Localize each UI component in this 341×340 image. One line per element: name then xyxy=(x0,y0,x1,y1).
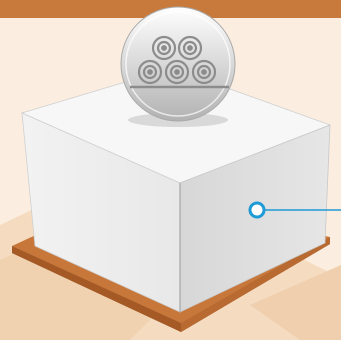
cable-rolls-icon xyxy=(130,35,229,89)
badge xyxy=(120,6,236,122)
ring-marker-icon[interactable] xyxy=(248,201,341,219)
product-box xyxy=(20,67,332,313)
